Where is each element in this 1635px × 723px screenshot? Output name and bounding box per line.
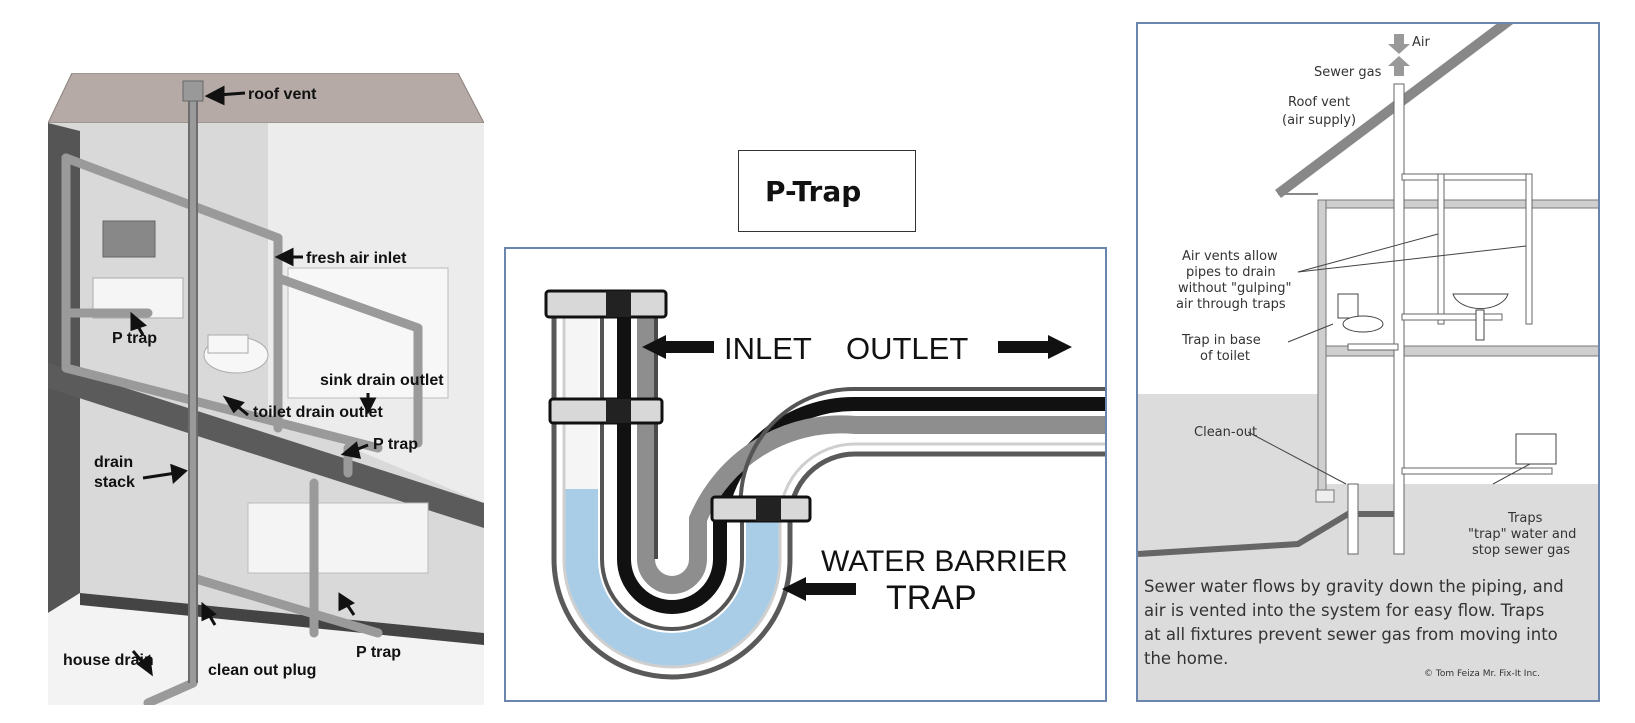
vent-branch (1401, 173, 1533, 181)
inlet-arrow (642, 335, 714, 359)
basement-floor (48, 593, 484, 705)
clean-out-pipe (1347, 483, 1359, 555)
water-barrier (564, 489, 780, 667)
clean-out-plug-label: clean out plug (208, 662, 316, 679)
p-trap-lower-label: P trap (356, 644, 401, 661)
toilet-drain (1347, 343, 1399, 351)
pipe-outer-line (551, 309, 1105, 680)
upper-floor-slab (48, 363, 484, 528)
ground (1138, 394, 1598, 564)
laundry-sink (1515, 433, 1557, 465)
air-vents-label-3: without "gulping" (1178, 281, 1291, 296)
sewer-gas-label: Sewer gas (1314, 65, 1382, 80)
label-arrows (130, 85, 377, 677)
p-trap-title: P-Trap (765, 174, 862, 208)
roof-vent-cap (182, 80, 204, 102)
sink-drain-outlet-label: sink drain outlet (320, 372, 444, 389)
toilet-tank (1337, 293, 1359, 319)
drain-stack-label-1: drain (94, 454, 133, 471)
toilet-tank (207, 334, 249, 354)
caption-line-4: the home. (1144, 649, 1228, 668)
inlet-top-fitting-shade (606, 291, 631, 317)
vent-system-diagram: Air Sewer gas Roof vent (air supply) Air… (1136, 22, 1600, 702)
roof-vent-label: roof vent (248, 86, 317, 103)
leader-lines (1247, 233, 1531, 485)
house-drain-label: house drain (63, 652, 154, 669)
pipe-inner-line (600, 309, 1105, 631)
air-vents-label-1: Air vents allow (1182, 249, 1278, 264)
traps-label-1: Traps (1507, 511, 1543, 526)
laundry-tub (247, 502, 429, 574)
pipe-gray-band (637, 309, 1105, 594)
air-vents-label-2: pipes to drain (1186, 265, 1276, 280)
sink-basin (1452, 293, 1509, 310)
p-trap-upper-label: P trap (112, 330, 157, 347)
trap-toilet-label-2: of toilet (1200, 349, 1250, 364)
pipes (61, 83, 423, 708)
vent-drop-2 (1525, 173, 1533, 325)
roof-vent-label-1: Roof vent (1288, 95, 1350, 110)
air-label: Air (1412, 35, 1431, 50)
trap-arrow (782, 577, 856, 601)
p-trap-middle-label: P trap (373, 436, 418, 453)
fresh-air-inlet-label: fresh air inlet (306, 250, 407, 267)
inlet-label: INLET (724, 331, 812, 366)
mirror (102, 220, 156, 258)
basement-floor-edge (80, 593, 484, 645)
trap-label: TRAP (886, 579, 977, 617)
roof-vent-label-2: (air supply) (1282, 113, 1356, 128)
sink-drain (1401, 313, 1503, 321)
trap-fitting-shade (756, 497, 781, 521)
drain-stack-label-2: stack (94, 474, 135, 491)
outlet-label: OUTLET (846, 331, 968, 366)
inlet-mid-fitting-shade (606, 399, 631, 423)
caption-line-2: air is vented into the system for easy f… (1144, 601, 1544, 620)
vent-system-illustration: Air Sewer gas Roof vent (air supply) Air… (1138, 24, 1598, 700)
p-trap-title-box: P-Trap (738, 150, 916, 232)
sewer-gas-up-arrow (1388, 56, 1410, 76)
credit-label: © Tom Feiza Mr. Fix-It Inc. (1424, 669, 1540, 679)
house-plumbing-diagram: roof vent fresh air inlet P trap sink dr… (47, 72, 485, 708)
water-barrier-label: WATER BARRIER (821, 545, 1068, 578)
pipe-dark-band (617, 309, 1105, 614)
toilet-bowl (1342, 315, 1384, 333)
air-vents-label-4: air through traps (1176, 297, 1286, 312)
vent-drop-1 (1437, 173, 1445, 325)
pipe-highlight (562, 309, 1105, 669)
sink-pedestal (1475, 309, 1485, 341)
caption-line-3: at all fixtures prevent sewer gas from m… (1144, 625, 1558, 644)
sewer-line (1138, 511, 1394, 557)
caption-area (1138, 564, 1598, 700)
house-plumbing-illustration: roof vent fresh air inlet P trap sink dr… (47, 72, 485, 708)
trap-toilet-label-1: Trap in base (1181, 333, 1261, 348)
traps-label-2: "trap" water and (1468, 527, 1576, 542)
exterior-wall (1317, 199, 1327, 491)
basement-drain (1401, 467, 1553, 475)
traps-label-3: stop sewer gas (1472, 543, 1570, 558)
p-trap-illustration: INLET OUTLET WATER BARRIER TRAP (544, 289, 1105, 680)
toilet-drain-outlet-label: toilet drain outlet (253, 404, 383, 421)
caption-line-1: Sewer water flows by gravity down the pi… (1144, 577, 1564, 596)
air-down-arrow (1388, 34, 1410, 54)
attic-floor (1317, 199, 1598, 209)
pipe-outlines (188, 88, 198, 683)
p-trap-diagram: INLET OUTLET WATER BARRIER TRAP (504, 247, 1107, 702)
clean-out-label: Clean-out (1194, 425, 1257, 440)
foundation (1315, 489, 1335, 503)
outlet-arrow (998, 335, 1072, 359)
